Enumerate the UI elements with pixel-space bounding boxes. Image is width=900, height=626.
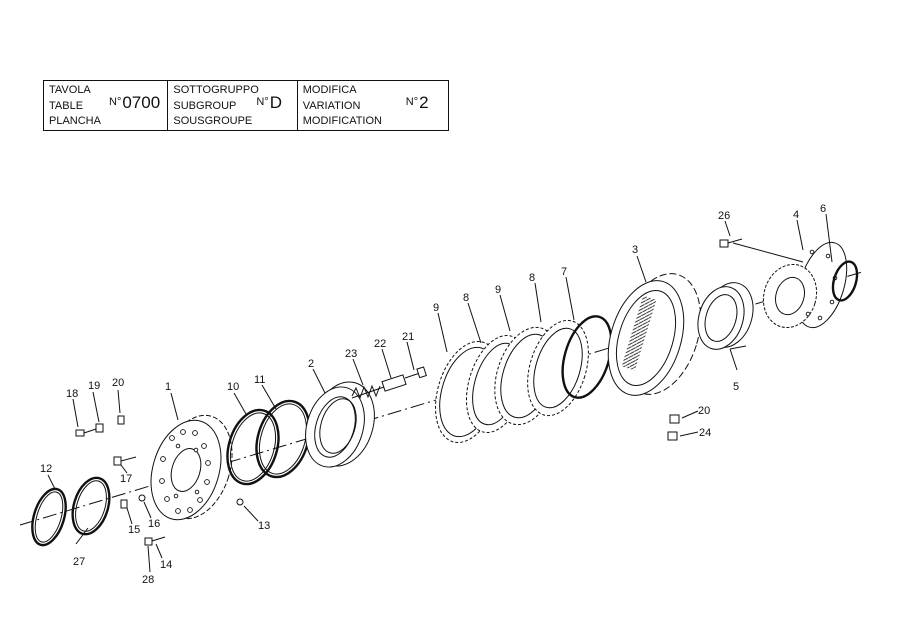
callout-9-rear: 9 [495, 284, 501, 296]
title-block-variation: MODIFICA VARIATION MODIFICATION N°2 [298, 81, 448, 130]
callout-11: 11 [254, 374, 265, 386]
callout-10: 10 [227, 381, 239, 393]
callout-8-front: 8 [463, 292, 469, 304]
part-8-disc-rear [527, 319, 589, 417]
part-10-ring [226, 408, 280, 486]
callout-8-rear: 8 [529, 272, 535, 284]
callout-7: 7 [561, 266, 567, 278]
callout-5: 5 [733, 381, 739, 393]
subgroup-number: N°D [256, 93, 283, 112]
label-sottogruppo: SOTTOGRUPPO [173, 84, 259, 96]
part-1-housing [150, 414, 233, 521]
callout-labels: 1 2 3 4 5 6 7 8 8 9 9 10 11 12 13 14 15 … [40, 203, 826, 586]
callout-26: 26 [718, 210, 730, 222]
table-number: N°0700 [109, 93, 161, 112]
callout-9-front: 9 [433, 302, 439, 314]
callout-27: 27 [73, 556, 85, 568]
part-27-oring [71, 476, 111, 536]
title-block-table: TAVOLA TABLE PLANCHA N°0700 [44, 81, 169, 130]
label-table: TABLE [49, 99, 84, 112]
leader-lines [47, 213, 833, 573]
label-modification: MODIFICATION [302, 115, 382, 127]
callout-21: 21 [402, 331, 414, 343]
callout-18: 18 [66, 388, 78, 400]
callout-22: 22 [374, 338, 386, 350]
callout-4: 4 [793, 209, 799, 221]
callout-24: 24 [699, 427, 711, 439]
part-21-screw [404, 366, 427, 379]
title-block: TAVOLA TABLE PLANCHA N°0700 SOTTOGRUPPO … [43, 80, 449, 131]
variation-number: N°2 [405, 93, 429, 112]
callout-6: 6 [820, 203, 826, 215]
callout-23: 23 [345, 348, 357, 360]
callout-3: 3 [632, 244, 638, 256]
callout-19: 19 [88, 380, 100, 392]
label-tavola: TAVOLA [49, 84, 91, 96]
callout-17: 17 [120, 473, 132, 485]
callout-2: 2 [308, 358, 314, 370]
callout-14: 14 [160, 559, 172, 571]
callout-28: 28 [142, 574, 154, 586]
fastener-bolts [75, 238, 743, 546]
callout-15: 15 [128, 524, 140, 536]
callout-1: 1 [165, 381, 171, 393]
part-5-bearing [697, 282, 754, 350]
part-6-seal [831, 260, 859, 302]
label-sousgroupe: SOUSGROUPE [173, 115, 253, 127]
callout-16: 16 [148, 518, 160, 530]
label-subgroup: SUBGROUP [173, 99, 237, 112]
callout-20-left: 20 [112, 377, 124, 389]
label-modifica: MODIFICA [302, 84, 357, 96]
title-block-subgroup: SOTTOGRUPPO SUBGROUP SOUSGROUPE N°D [168, 81, 298, 130]
part-3-drum [607, 273, 702, 396]
label-variation: VARIATION [302, 99, 361, 112]
callout-20-right: 20 [698, 405, 710, 417]
callout-12: 12 [40, 463, 52, 475]
part-12-oring [31, 487, 67, 547]
part-23-spring [351, 384, 385, 400]
part-22-sleeve [381, 374, 407, 392]
part-7-snap-ring [561, 315, 613, 399]
callout-13: 13 [258, 520, 270, 532]
part-2-piston [305, 381, 375, 468]
part-4-hub [762, 241, 848, 329]
label-plancha: PLANCHA [49, 115, 101, 127]
